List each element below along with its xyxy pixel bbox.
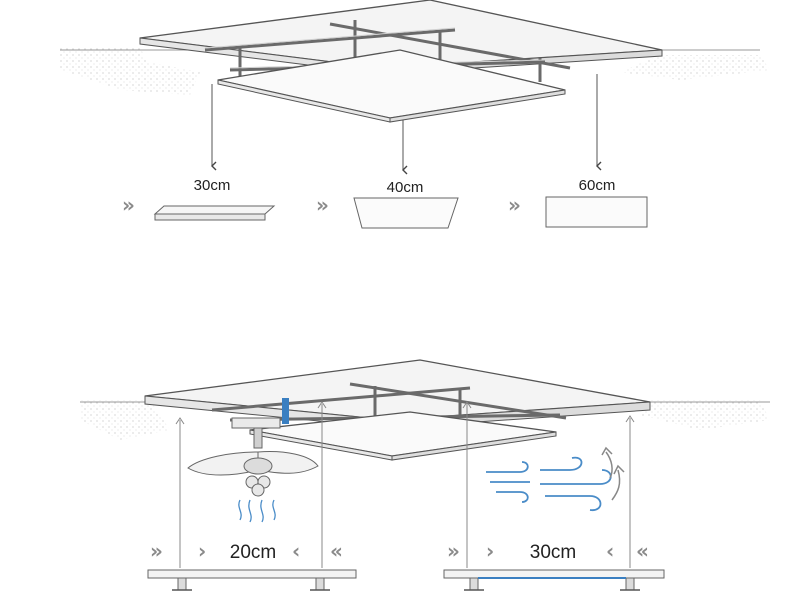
bottom-sample-panel-left	[147, 569, 357, 591]
ceiling-texture-right-bottom	[640, 400, 770, 430]
bottom-sample-panel-right	[443, 569, 665, 591]
sample-panel-60cm	[545, 196, 648, 228]
measurement-lines	[175, 401, 635, 568]
top-hanging-panel-edge-right	[389, 89, 566, 123]
blue-spacer-marker	[282, 398, 289, 424]
chevron-left-icon: ‹	[606, 539, 614, 563]
ceiling-texture-right	[620, 55, 770, 80]
chevron-right-icon: ›	[198, 539, 206, 563]
chevron-left-double-icon: «	[330, 539, 343, 563]
chevron-right-double-icon: »	[150, 539, 163, 563]
chevron-right-icon: ›	[486, 539, 494, 563]
size-label-60cm: 60cm	[579, 177, 616, 194]
ceiling-fan-icon	[187, 417, 319, 497]
chevron-left-icon: ‹	[292, 539, 300, 563]
chevron-right-double-icon: »	[508, 193, 521, 217]
ceiling-texture-left	[60, 48, 200, 95]
bottom-hanging-panel-edge-right	[391, 431, 557, 461]
chevron-right-double-icon: »	[316, 193, 329, 217]
chevron-right-double-icon: »	[122, 193, 135, 217]
size-label-30cm: 30cm	[194, 177, 231, 194]
fan-airflow-icon	[238, 499, 276, 523]
sample-panel-30cm	[153, 205, 276, 221]
sample-panel-40cm	[353, 197, 459, 229]
chevron-left-double-icon: «	[636, 539, 649, 563]
ceiling-texture-left-bottom	[80, 400, 170, 440]
chevron-right-double-icon: »	[447, 539, 460, 563]
airflow-icon	[486, 456, 612, 511]
top-ceiling-assembly	[60, 0, 770, 175]
size-label-40cm: 40cm	[387, 179, 424, 196]
gap-label-30cm: 30cm	[530, 542, 576, 563]
circular-airflow-arrows	[601, 446, 625, 501]
gap-label-20cm: 20cm	[230, 542, 276, 563]
bottom-ceiling-assembly	[80, 359, 770, 461]
